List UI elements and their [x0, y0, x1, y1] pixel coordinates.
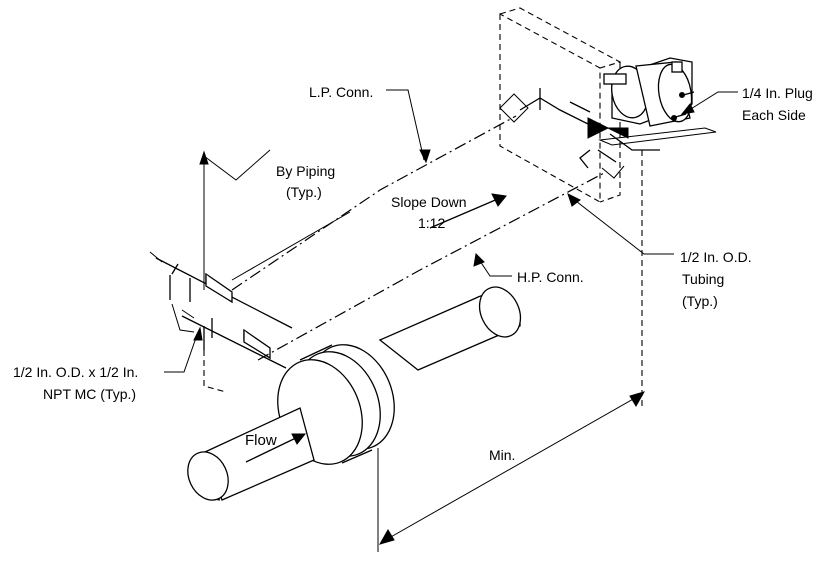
tubing-size-label: 1/2 In. O.D. — [680, 249, 752, 265]
tubing-typ-label: (Typ.) — [682, 293, 718, 309]
min-dimension-label: Min. — [489, 447, 515, 463]
hp-connection-line — [257, 171, 607, 361]
plug-each-side-label: Each Side — [742, 107, 806, 123]
valve-manifold — [149, 251, 293, 393]
isolation-valve-icon — [205, 272, 233, 304]
slope-down-label: Slope Down — [391, 194, 467, 210]
flow-arrow — [245, 433, 307, 463]
lp-connection-label: L.P. Conn. — [309, 84, 373, 100]
tubing-label: Tubing — [682, 271, 724, 287]
slope-ratio-label: 1:12 — [418, 215, 445, 231]
plug-icon — [671, 91, 695, 121]
lp-connection-line — [231, 115, 517, 291]
pressure-transmitter — [603, 57, 695, 127]
plug-label: 1/4 In. Plug — [742, 85, 813, 101]
isolation-valve-icon — [243, 328, 271, 360]
by-piping-typ-label: (Typ.) — [286, 184, 322, 200]
mc-fitting-label: 1/2 In. O.D. x 1/2 In. — [13, 364, 138, 380]
by-piping-label: By Piping — [276, 163, 335, 179]
panel-tubing — [499, 88, 660, 179]
hp-connection-label: H.P. Conn. — [517, 269, 584, 285]
flow-label: Flow — [245, 432, 277, 449]
leaders — [164, 89, 738, 373]
min-dimension — [377, 391, 646, 552]
mc-fitting-typ-label: NPT MC (Typ.) — [43, 386, 136, 402]
main-pipe: Flow — [187, 286, 522, 501]
